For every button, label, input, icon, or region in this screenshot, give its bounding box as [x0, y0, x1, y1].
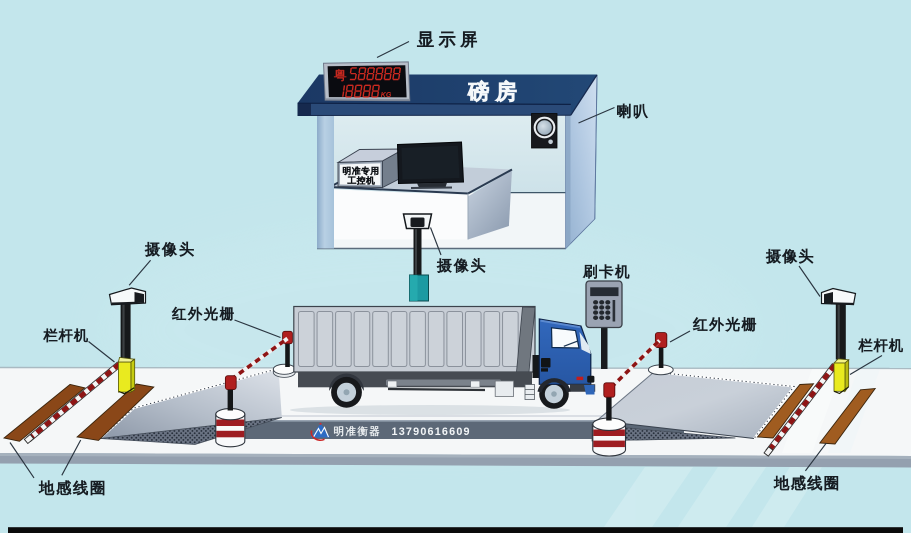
svg-text:KG: KG [381, 92, 392, 99]
svg-text:13790616609: 13790616609 [392, 426, 471, 438]
